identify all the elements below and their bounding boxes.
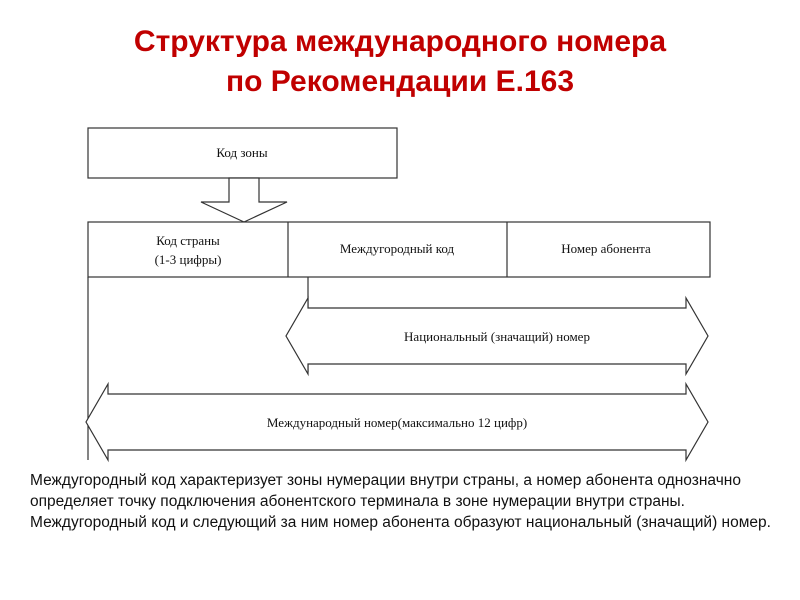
description-text: Междугородный код характеризует зоны нум… bbox=[30, 472, 771, 531]
trunk-code-label: Междугородный код bbox=[340, 241, 455, 256]
number-parts-row bbox=[87, 221, 711, 278]
country-code-digits-label: (1-3 цифры) bbox=[155, 252, 222, 267]
national-number-arrow bbox=[285, 295, 709, 377]
down-arrow bbox=[200, 177, 288, 223]
slide-title: Структура международного номера по Реком… bbox=[0, 22, 800, 102]
country-code-label: Код страны bbox=[156, 233, 220, 248]
subscriber-number-label: Номер абонента bbox=[561, 241, 651, 256]
national-number-label: Национальный (значащий) номер bbox=[404, 329, 590, 344]
slide-title-line-1: Структура международного номера bbox=[133, 25, 667, 58]
slide-title-line-2: по Рекомендации Е.163 bbox=[225, 65, 575, 98]
zone-code-label: Код зоны bbox=[216, 145, 268, 160]
international-number-arrow bbox=[85, 381, 709, 463]
international-number-label: Международный номер(максимально 12 цифр) bbox=[267, 415, 527, 430]
